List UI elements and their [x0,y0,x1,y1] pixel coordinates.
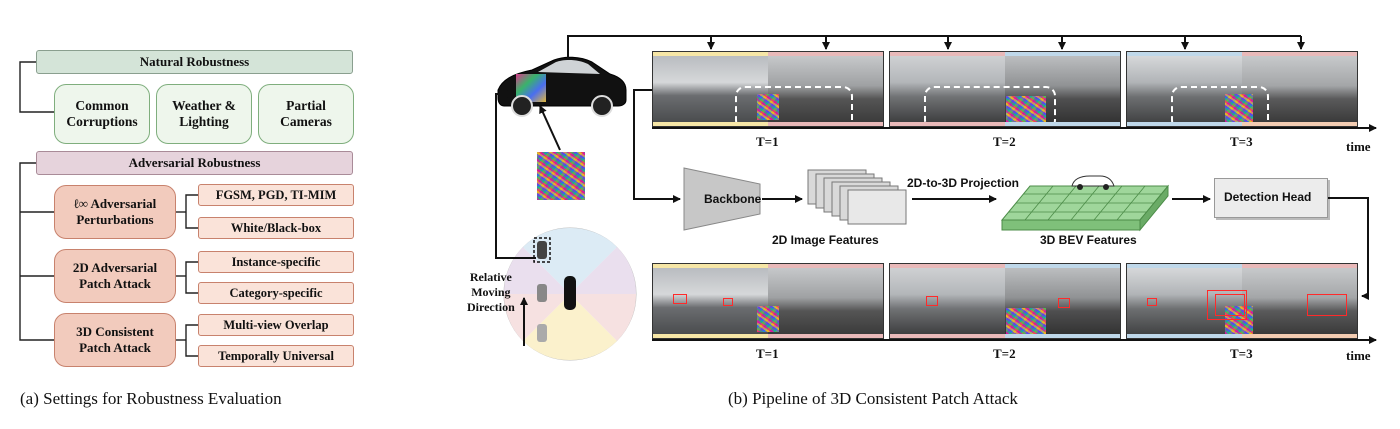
backbone-label: Backbone [704,192,762,206]
category-specific-leaf: Category-specific [198,282,354,304]
detection-head-block [1214,178,1328,218]
common-corruptions-box: Common Corruptions [54,84,150,144]
temporally-universal-leaf: Temporally Universal [198,345,354,367]
bev-features-label: 3D BEV Features [1040,233,1137,247]
2d-patch-attack-box: 2D Adversarial Patch Attack [54,249,176,303]
fgsm-pgd-leaf: FGSM, PGD, TI-MIM [198,184,354,206]
bottom-frame-t2 [889,263,1121,339]
bottom-time-label: time [1346,348,1371,363]
caption-b: (b) Pipeline of 3D Consistent Patch Atta… [728,389,1018,408]
weather-lighting-box: Weather & Lighting [156,84,252,144]
bottom-label-t2: T=2 [993,346,1016,361]
bottom-frame-t3 [1126,263,1358,339]
image-features-stack [807,169,907,225]
instance-specific-leaf: Instance-specific [198,251,354,273]
adversarial-patch-swatch [537,152,585,200]
top-time-label: time [1346,139,1371,154]
caption-a: (a) Settings for Robustness Evaluation [20,389,282,408]
image-features-label: 2D Image Features [772,233,879,247]
bev-features-grid [1000,175,1170,232]
projection-label: 2D-to-3D Projection [907,176,1020,190]
bottom-label-t3: T=3 [1230,346,1253,361]
top-label-t3: T=3 [1230,134,1253,149]
adversarial-robustness-header: Adversarial Robustness [36,151,353,175]
detection-head-label: Detection Head [1224,190,1312,204]
top-label-t2: T=2 [993,134,1016,149]
top-label-t1: T=1 [756,134,779,149]
patched-car-illustration [497,56,627,117]
relative-moving-direction-label: Relative Moving Direction [467,270,515,314]
top-frame-t3 [1126,51,1358,127]
top-frame-t1 [652,51,884,127]
white-black-box-leaf: White/Black-box [198,217,354,239]
natural-robustness-header: Natural Robustness [36,50,353,74]
partial-cameras-box: Partial Cameras [258,84,354,144]
multi-view-overlap-leaf: Multi-view Overlap [198,314,354,336]
top-frame-t2 [889,51,1121,127]
bottom-frame-t1 [652,263,884,339]
backbone-block [683,167,761,231]
linf-perturbations-box: ℓ∞ Adversarial Perturbations [54,185,176,239]
bottom-label-t1: T=1 [756,346,779,361]
camera-view-radial-diagram [503,227,637,361]
3d-patch-attack-box: 3D Consistent Patch Attack [54,313,176,367]
